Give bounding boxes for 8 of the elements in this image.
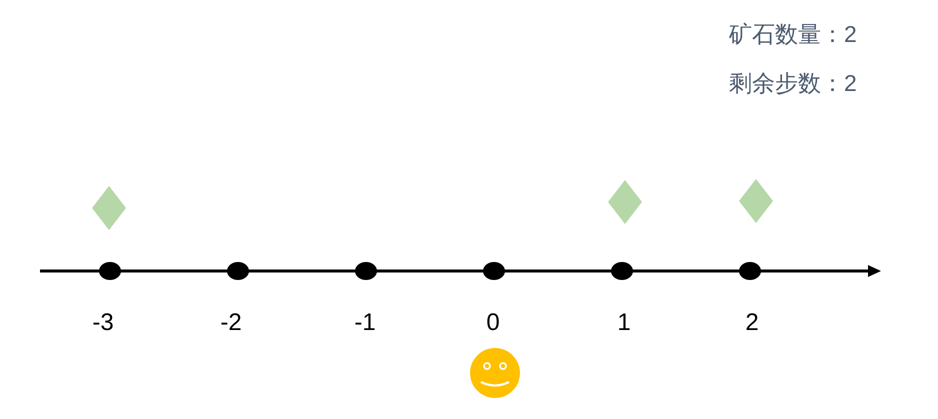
tick-label: -2 bbox=[220, 311, 242, 335]
counter-text: 剩余步数：2 bbox=[729, 72, 857, 95]
tick-label: -3 bbox=[92, 311, 114, 335]
tick-label: 2 bbox=[745, 311, 759, 335]
tick-label: 0 bbox=[486, 311, 500, 335]
tick-label: 1 bbox=[617, 311, 631, 335]
tick-label: -1 bbox=[354, 311, 376, 335]
counter-text: 矿石数量：2 bbox=[729, 23, 857, 46]
